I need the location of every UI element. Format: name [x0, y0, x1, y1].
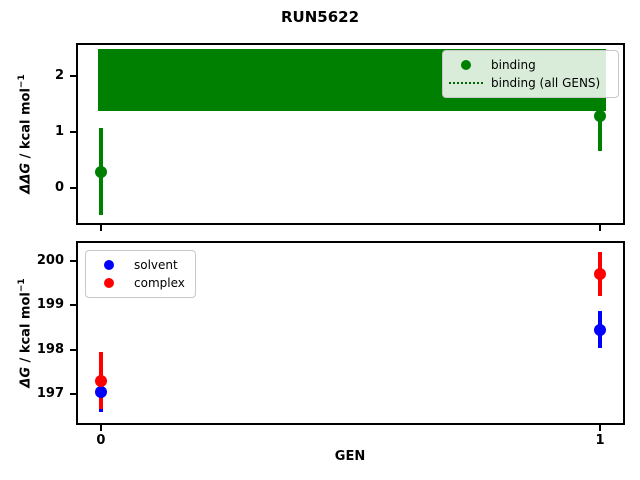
x-tick-label: 0	[96, 433, 106, 448]
y-tick-mark	[70, 259, 76, 262]
bottom-y-label-symbol: ΔG	[18, 366, 34, 388]
y-tick-label: 200	[36, 252, 64, 268]
binding-marker-icon	[449, 60, 483, 70]
y-tick-label: 1	[54, 124, 64, 140]
y-tick-mark	[70, 187, 76, 190]
y-tick-label: 197	[36, 385, 64, 401]
binding-data-point	[94, 165, 107, 178]
y-tick-mark	[70, 131, 76, 134]
x-tick-mark	[99, 225, 102, 231]
y-tick-mark	[70, 75, 76, 78]
legend-label: complex	[134, 276, 185, 290]
y-tick-mark	[70, 392, 76, 395]
chart-title: RUN5622	[280, 8, 360, 26]
binding-data-point	[594, 110, 607, 123]
y-tick-label: 198	[36, 341, 64, 357]
legend-item-binding-all-gens: binding (all GENS)	[449, 74, 610, 92]
legend-label: binding (all GENS)	[491, 76, 601, 90]
top-legend: binding binding (all GENS)	[442, 50, 619, 98]
y-tick-label: 0	[54, 180, 64, 196]
legend-item-complex: complex	[92, 274, 187, 292]
bottom-legend: solvent complex	[85, 250, 196, 298]
legend-label: solvent	[134, 258, 178, 272]
legend-item-binding: binding	[449, 56, 610, 74]
x-tick-mark	[599, 225, 602, 231]
complex-data-point	[594, 268, 607, 281]
bottom-y-label-exponent: −1	[17, 278, 27, 293]
y-tick-mark	[70, 304, 76, 307]
x-tick-mark	[99, 425, 102, 431]
complex-data-point	[94, 374, 107, 387]
complex-marker-icon	[92, 278, 126, 288]
legend-item-solvent: solvent	[92, 256, 187, 274]
legend-label: binding	[491, 58, 536, 72]
y-tick-label: 2	[54, 68, 64, 84]
solvent-data-point	[94, 385, 107, 398]
y-tick-label: 199	[36, 297, 64, 313]
y-tick-mark	[70, 348, 76, 351]
solvent-marker-icon	[92, 260, 126, 270]
solvent-data-point	[594, 323, 607, 336]
x-axis-label: GEN	[334, 449, 366, 464]
x-tick-mark	[599, 425, 602, 431]
dotted-line-icon	[449, 82, 483, 84]
x-tick-label: 1	[595, 433, 605, 448]
